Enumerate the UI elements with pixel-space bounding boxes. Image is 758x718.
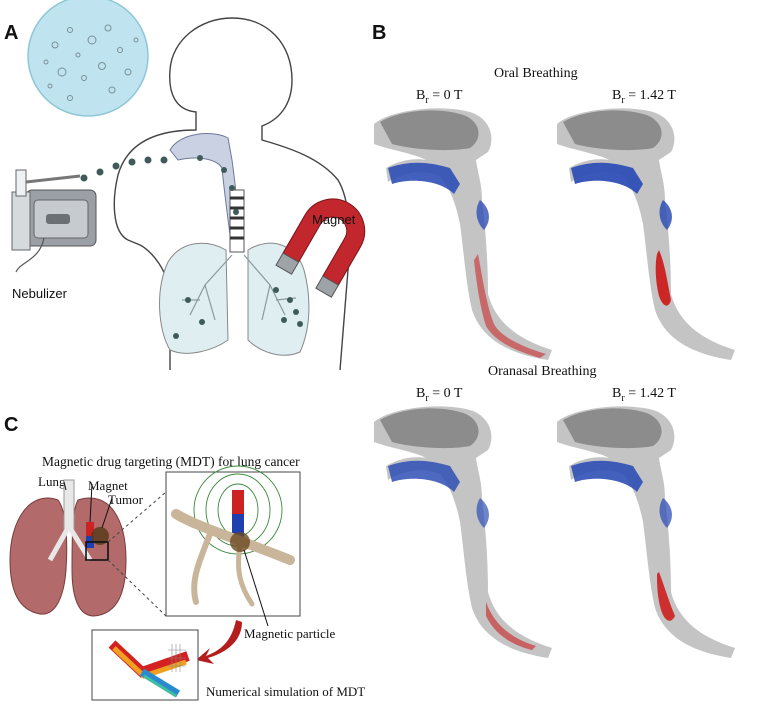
panel-b-letter: B [372, 22, 387, 44]
panel-a-illustration [11, 0, 366, 371]
airway-model-oral-0t [374, 108, 552, 360]
magnetic-particle-label: Magnetic particle [244, 626, 336, 641]
simulation-box [91, 629, 199, 701]
red-arrow-icon [196, 620, 242, 664]
airway-model-oral-142t [557, 108, 735, 360]
oral-br-high-label: Br = 1.42 T [612, 88, 676, 106]
lung-illustration [9, 479, 127, 617]
horseshoe-magnet-icon [275, 198, 366, 298]
numerical-simulation-label: Numerical simulation of MDT [206, 684, 366, 699]
panel-c-illustration [9, 465, 301, 701]
oranasal-br-high-label: Br = 1.42 T [612, 386, 676, 404]
nebulizer-device [11, 169, 97, 273]
lung-label: Lung [38, 474, 66, 489]
panel-c-letter: C [4, 414, 19, 436]
oral-breathing-title: Oral Breathing [494, 66, 578, 81]
bronchial-tree [182, 254, 297, 321]
panel-a-letter: A [4, 22, 19, 44]
nebulizer-label: Nebulizer [12, 286, 67, 301]
oranasal-breathing-title: Oranasal Breathing [488, 364, 597, 379]
magnet-label-a: Magnet [312, 212, 356, 227]
human-silhouette [113, 17, 351, 371]
left-lung [159, 242, 229, 354]
zoomed-airway-box [165, 465, 301, 617]
tumor-label: Tumor [108, 492, 143, 507]
aerosol-droplet-magnified [27, 0, 149, 117]
oranasal-br-zero-label: Br = 0 T [416, 386, 463, 404]
oral-br-zero-label: Br = 0 T [416, 88, 463, 106]
magnet-label-c: Magnet [88, 478, 128, 493]
airway-model-oranasal-142t [557, 406, 735, 658]
trachea [229, 189, 245, 253]
mdt-title: Magnetic drug targeting (MDT) for lung c… [42, 454, 300, 469]
airway-model-oranasal-0t [374, 406, 552, 658]
aerosol-particles [80, 155, 303, 339]
